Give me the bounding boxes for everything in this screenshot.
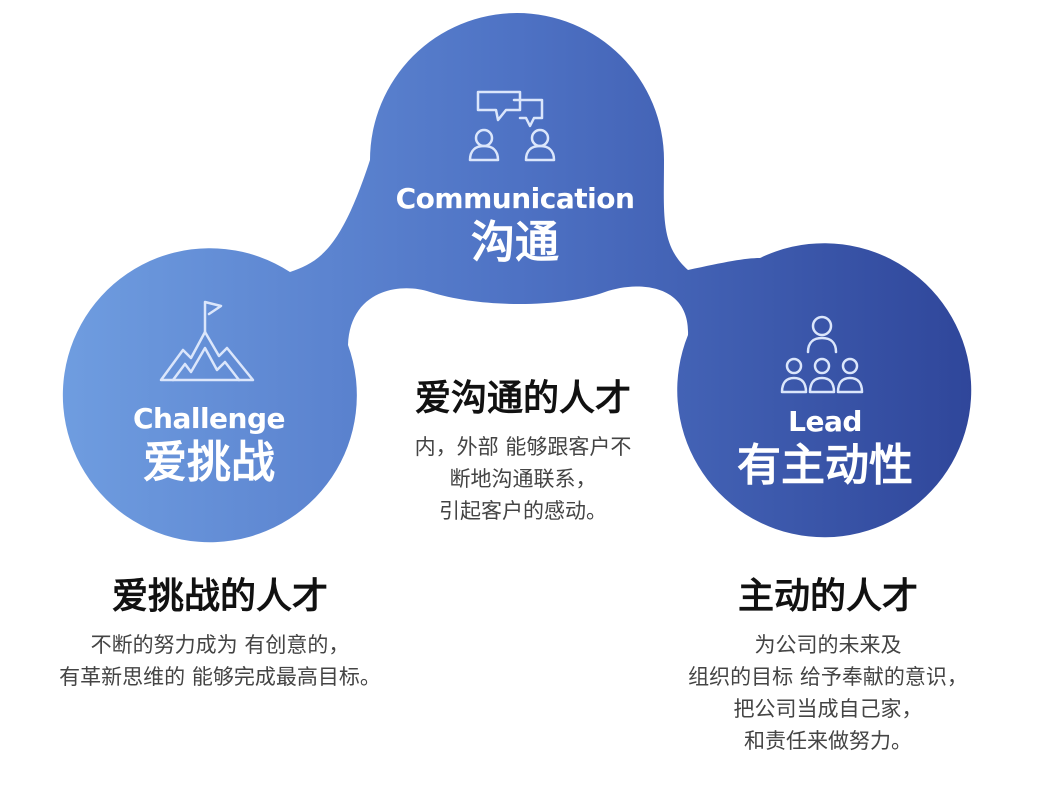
center-description-line: 断地沟通联系， [449,467,597,491]
mountain-flag-icon [159,300,255,382]
leader-group-icon [780,315,864,394]
right-chinese-title: 有主动性 [737,440,913,491]
center-chinese-title: 沟通 [471,217,559,268]
right-description-title: 主动的人才 [737,576,918,617]
right-description: 主动的人才 为公司的未来及 组织的目标 给予奉献的意识， 把公司当成自己家， 和… [688,575,968,757]
right-english-title: Lead [788,405,862,438]
center-description: 爱沟通的人才 内，外部 能够跟客户不 断地沟通联系， 引起客户的感动。 [415,377,632,527]
chat-people-icon [468,90,556,162]
center-english-title: Communication [395,182,635,215]
left-description: 爱挑战的人才 不断的努力成为 有创意的， 有革新思维的 能够完成最高目标。 [59,575,381,693]
center-description-title: 爱沟通的人才 [414,378,631,419]
left-circle-label: Challenge 爱挑战 [132,402,286,490]
right-description-line: 和责任来做努力。 [744,729,912,753]
right-description-line: 把公司当成自己家， [733,697,923,721]
center-description-line: 引起客户的感动。 [439,499,607,523]
right-circle-label: Lead 有主动性 [737,405,913,493]
right-description-line: 组织的目标 给予奉献的意识， [688,665,968,689]
right-description-line: 为公司的未来及 [754,633,902,657]
left-english-title: Challenge [132,402,286,435]
center-circle-label: Communication 沟通 [396,182,635,270]
left-description-title: 爱挑战的人才 [111,576,328,617]
center-description-line: 内，外部 能够跟客户不 [414,435,632,459]
connected-circles-blob [62,13,972,543]
left-description-line: 不断的努力成为 有创意的， [90,633,350,657]
left-description-line: 有革新思维的 能够完成最高目标。 [59,665,381,689]
left-chinese-title: 爱挑战 [143,437,275,488]
